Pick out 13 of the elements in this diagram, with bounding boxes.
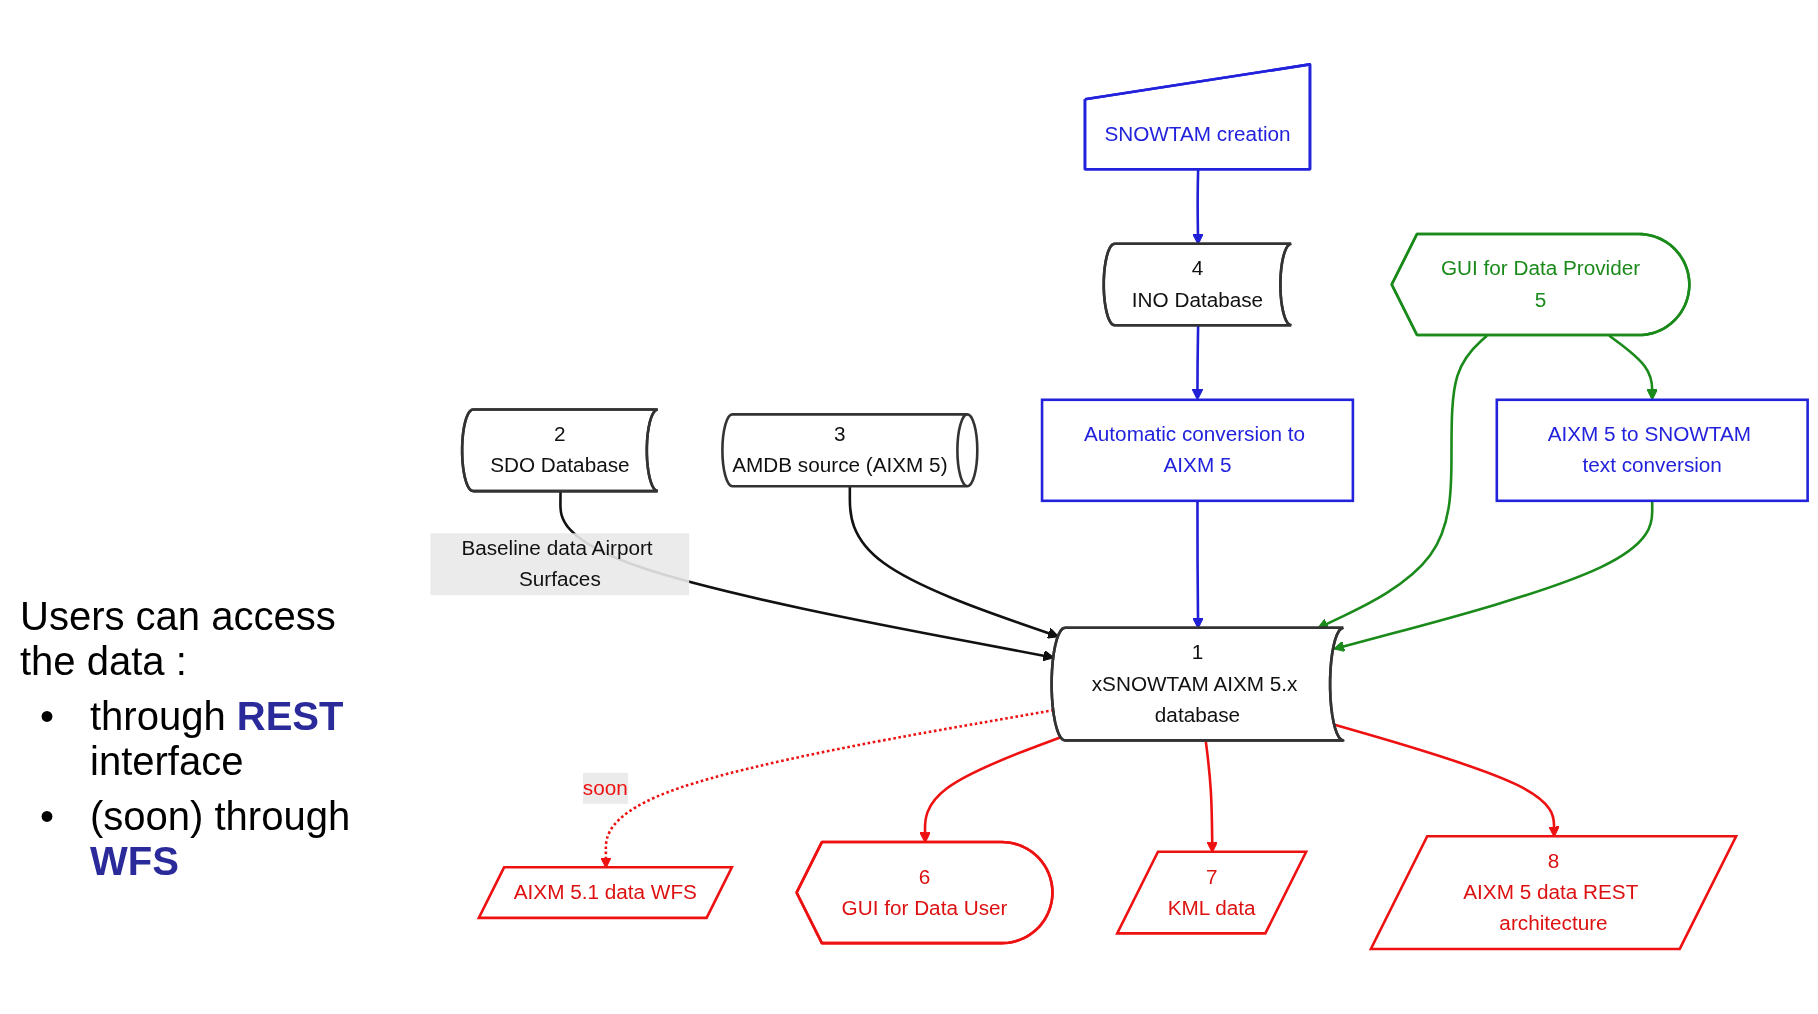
note-text: Users can access the data : (20, 594, 337, 684)
node-text: 3 AMDB source (AIXM 5) (732, 423, 948, 477)
edge-label: Baseline data Airport Surfaces (461, 537, 653, 591)
bullet: • (40, 794, 55, 839)
node-box: Automatic conversion to AIXM 5 (1040, 398, 1355, 503)
bullet-text: through REST interface (90, 694, 345, 784)
arrow (1333, 501, 1654, 653)
arrow (1608, 335, 1658, 401)
arrow (1191, 326, 1204, 401)
bullet-text: (soon) through WFS (90, 794, 352, 884)
node-box: AIXM 5 to SNOWTAM text conversion (1495, 398, 1809, 503)
edge-label: soon (582, 777, 628, 800)
bullet: • (40, 694, 55, 739)
